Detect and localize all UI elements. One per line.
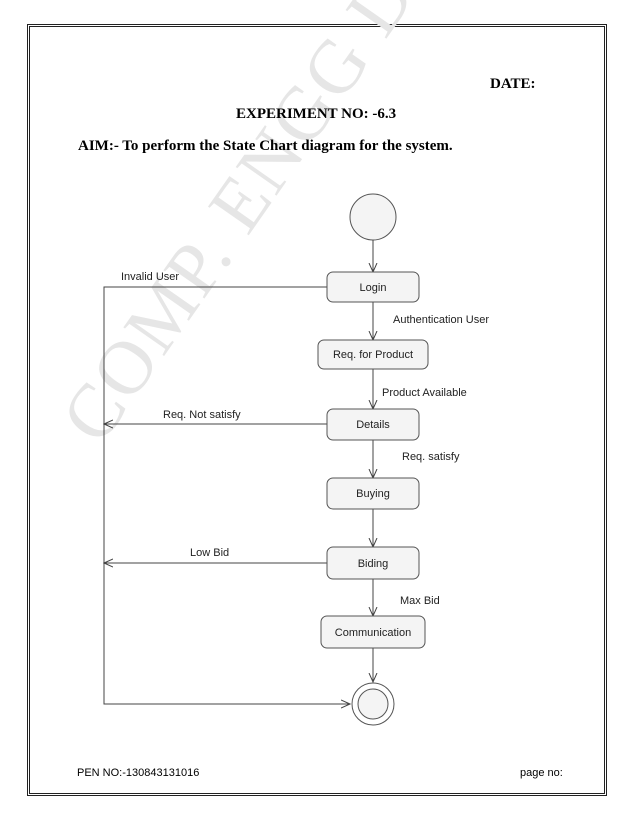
experiment-title: EXPERIMENT NO: -6.3 [236, 106, 397, 122]
state-login: Login [326, 271, 420, 303]
state-req-for-product-label: Req. for Product [333, 349, 413, 361]
state-buying: Buying [326, 477, 420, 510]
page-number-label: page no: [520, 767, 563, 779]
state-communication: Communication [320, 615, 426, 649]
state-biding-label: Biding [358, 558, 389, 570]
edge-invalid-user [103, 286, 350, 704]
label-authentication-user: Authentication User [393, 314, 489, 326]
label-product-available: Product Available [382, 387, 467, 399]
state-req-for-product: Req. for Product [317, 339, 429, 370]
page-border [27, 24, 607, 796]
date-label: DATE: [490, 76, 536, 92]
state-buying-label: Buying [356, 488, 390, 500]
label-low-bid: Low Bid [190, 547, 229, 559]
aim-text: AIM:- To perform the State Chart diagram… [78, 138, 453, 154]
label-invalid-user: Invalid User [121, 271, 179, 283]
label-max-bid: Max Bid [400, 595, 440, 607]
final-state-inner [357, 688, 389, 720]
label-req-not-satisfy: Req. Not satisfy [163, 409, 241, 421]
initial-state [349, 193, 397, 241]
state-details: Details [326, 408, 420, 441]
state-biding: Biding [326, 546, 420, 580]
label-req-satisfy: Req. satisfy [402, 451, 460, 463]
state-details-label: Details [356, 419, 390, 431]
pen-number: PEN NO:-130843131016 [77, 767, 200, 779]
state-login-label: Login [360, 282, 387, 294]
state-communication-label: Communication [335, 627, 411, 639]
